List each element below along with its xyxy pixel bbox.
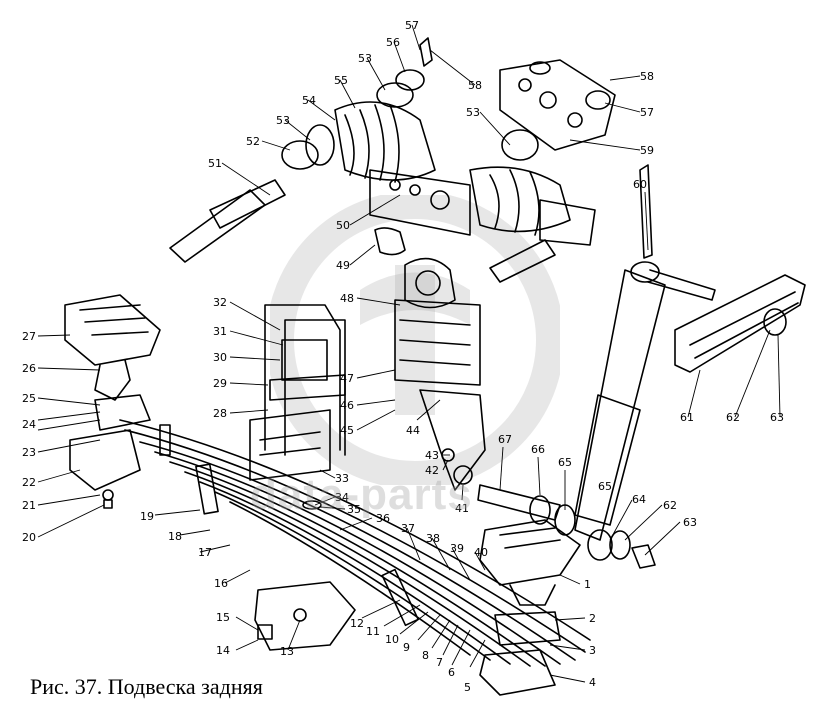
callout-25: 25 — [22, 392, 36, 405]
callout-63: 63 — [770, 411, 784, 424]
callout-14: 14 — [216, 644, 230, 657]
callout-17: 17 — [198, 546, 212, 559]
callout-48: 48 — [340, 292, 354, 305]
callout-12: 12 — [350, 617, 364, 630]
callout-29: 29 — [213, 377, 227, 390]
side-bracket — [674, 274, 806, 373]
callout-32: 32 — [213, 296, 227, 309]
callout-40: 40 — [474, 546, 488, 559]
callout-55: 55 — [334, 74, 348, 87]
callout-37: 37 — [401, 522, 415, 535]
callout-4: 4 — [589, 676, 596, 689]
callout-60: 60 — [633, 178, 647, 191]
callout-30: 30 — [213, 351, 227, 364]
callout-62: 62 — [726, 411, 740, 424]
middle-bracket — [394, 257, 486, 491]
callout-58: 58 — [468, 79, 482, 92]
front-bracket — [64, 294, 161, 509]
callout-54: 54 — [302, 94, 316, 107]
callout-24: 24 — [22, 418, 36, 431]
callout-9: 9 — [403, 641, 410, 654]
callout-62b: 62 — [663, 499, 677, 512]
callout-44: 44 — [406, 424, 420, 437]
callout-36: 36 — [376, 512, 390, 525]
shock-absorber — [574, 164, 716, 541]
callout-65: 65 — [598, 480, 612, 493]
callout-31: 31 — [213, 325, 227, 338]
callout-57b: 57 — [640, 106, 654, 119]
leader-lines — [37, 24, 781, 683]
drawing — [64, 37, 806, 696]
spring-clamps — [159, 424, 419, 627]
callout-15: 15 — [216, 611, 230, 624]
callout-66: 66 — [531, 443, 545, 456]
callout-28: 28 — [213, 407, 227, 420]
callout-26: 26 — [22, 362, 36, 375]
callout-50: 50 — [336, 219, 350, 232]
callout-23: 23 — [22, 446, 36, 459]
callout-35: 35 — [347, 503, 361, 516]
callout-1: 1 — [584, 578, 591, 591]
callout-53c: 53 — [466, 106, 480, 119]
callout-51: 51 — [208, 157, 222, 170]
callout-19: 19 — [140, 510, 154, 523]
callout-2: 2 — [589, 612, 596, 625]
leaf-spring — [119, 419, 591, 667]
callout-13: 13 — [280, 645, 294, 658]
callout-39: 39 — [450, 542, 464, 555]
callout-16: 16 — [214, 577, 228, 590]
callout-43: 43 — [425, 449, 439, 462]
callout-59: 59 — [640, 144, 654, 157]
callout-7: 7 — [436, 656, 443, 669]
callout-65b: 65 — [558, 456, 572, 469]
callout-3: 3 — [589, 644, 596, 657]
callout-8: 8 — [422, 649, 429, 662]
watermark-text: data-parts — [250, 470, 473, 519]
figure-caption: Рис. 37. Подвеска задняя — [30, 674, 263, 699]
callout-45: 45 — [340, 424, 354, 437]
callout-57: 57 — [405, 19, 419, 32]
callout-34: 34 — [335, 491, 349, 504]
callout-42: 42 — [425, 464, 439, 477]
callout-56: 56 — [386, 36, 400, 49]
callout-46: 46 — [340, 399, 354, 412]
callout-53b: 53 — [358, 52, 372, 65]
callout-38: 38 — [426, 532, 440, 545]
callout-6: 6 — [448, 666, 455, 679]
callout-52: 52 — [246, 135, 260, 148]
callout-20: 20 — [22, 531, 36, 544]
callout-47: 47 — [340, 372, 354, 385]
callout-53: 53 — [276, 114, 290, 127]
callout-22: 22 — [22, 476, 36, 489]
callout-63b: 63 — [683, 516, 697, 529]
callout-58b: 58 — [640, 70, 654, 83]
balancer-shaft — [169, 37, 616, 283]
callout-11: 11 — [366, 625, 380, 638]
callout-61: 61 — [680, 411, 694, 424]
callout-67: 67 — [498, 433, 512, 446]
callout-41: 41 — [455, 502, 469, 515]
u-bolt-assembly — [249, 304, 356, 651]
callout-64: 64 — [632, 493, 646, 506]
callout-18: 18 — [168, 530, 182, 543]
callout-10: 10 — [385, 633, 399, 646]
watermark-logo — [266, 191, 564, 489]
callout-5: 5 — [464, 681, 471, 694]
callouts: 1 2 3 4 5 6 7 8 9 10 11 12 13 14 15 16 1… — [22, 19, 784, 694]
callout-27: 27 — [22, 330, 36, 343]
callout-21: 21 — [22, 499, 36, 512]
callout-49: 49 — [336, 259, 350, 272]
callout-33: 33 — [335, 472, 349, 485]
